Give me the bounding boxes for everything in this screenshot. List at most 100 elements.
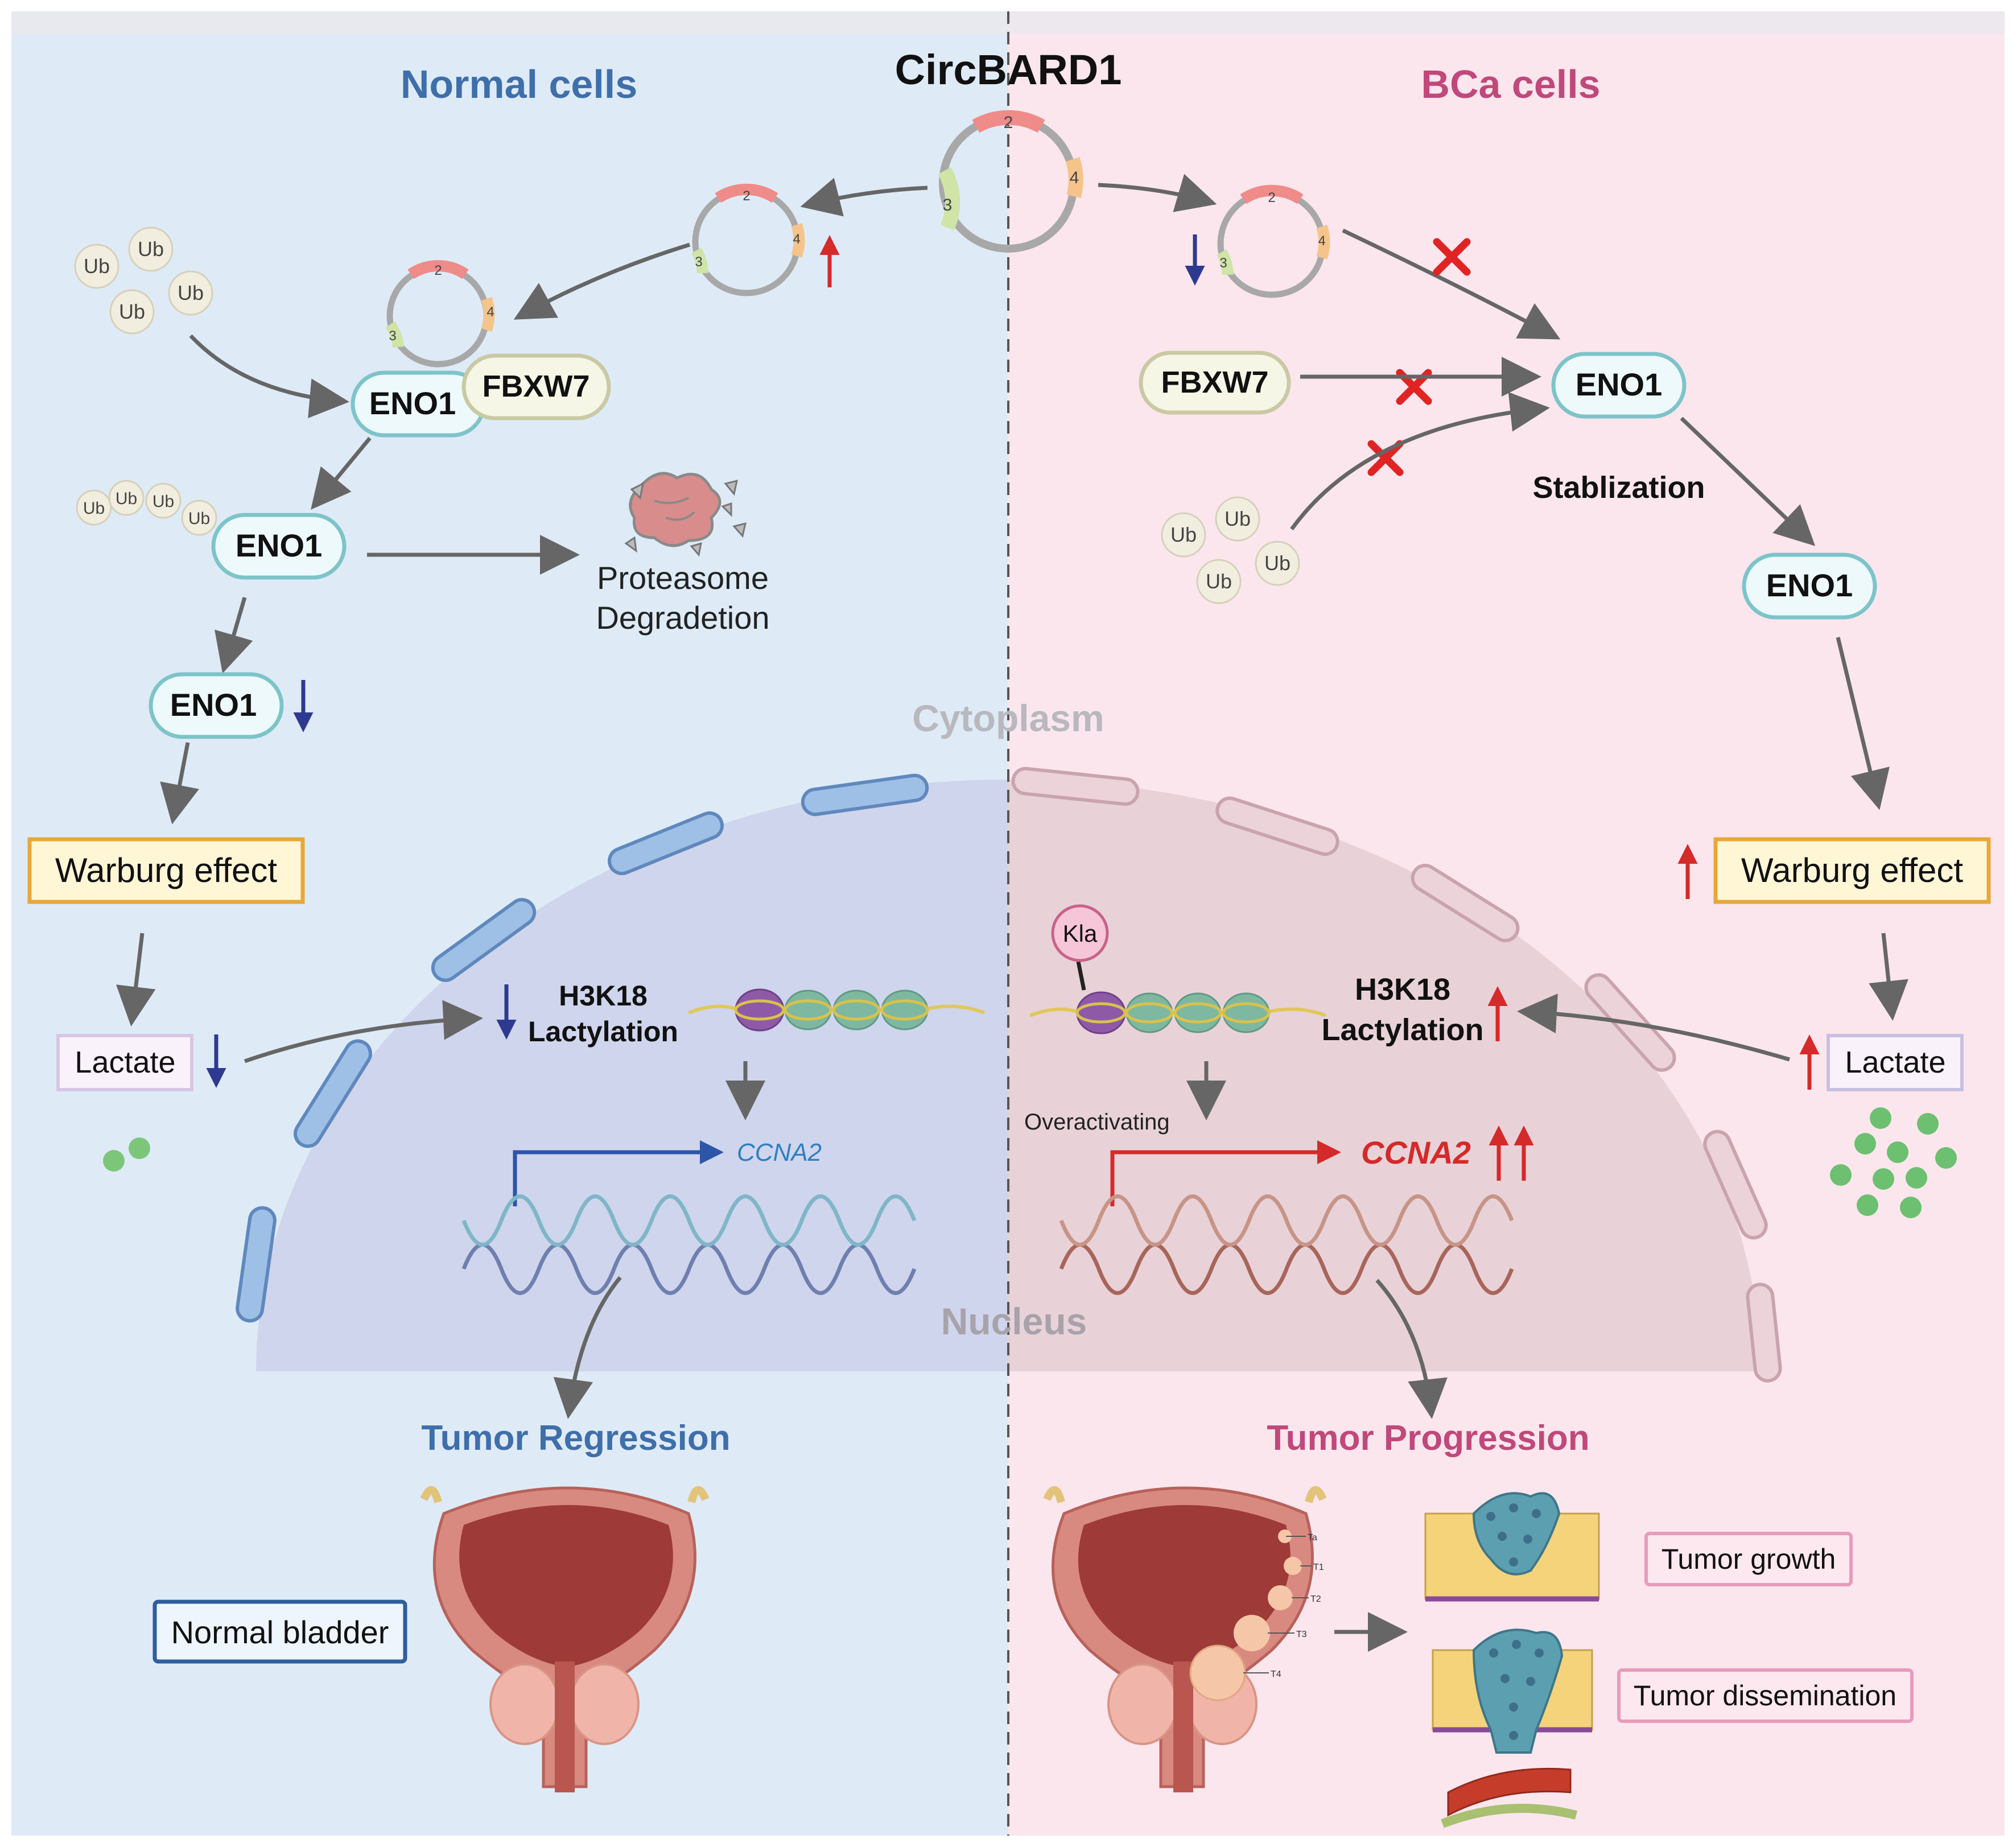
lactate-dots-right xyxy=(1830,1107,1957,1218)
proteasome-debris-icon xyxy=(624,472,747,557)
eno1-box-left-low xyxy=(149,672,284,739)
lactate-box-left xyxy=(56,1034,193,1091)
arrow-complex-to-ubeno1 xyxy=(311,436,372,510)
circbard1-left-circle: 2 4 3 xyxy=(691,183,805,296)
lactate-label-right: Lactate xyxy=(1845,1045,1945,1079)
arrow-left-circ-to-bound xyxy=(513,242,691,320)
svg-text:2: 2 xyxy=(1268,190,1275,205)
arrow-dna-to-progression xyxy=(1375,1279,1448,1419)
svg-text:2: 2 xyxy=(1004,113,1013,132)
svg-text:Ub: Ub xyxy=(1225,507,1251,530)
svg-text:4: 4 xyxy=(1070,168,1079,187)
eno1-label-right-top: ENO1 xyxy=(1576,366,1663,402)
tumor-growth-illustration xyxy=(1424,1492,1600,1602)
arrow-eno1-to-warburg-left xyxy=(160,742,199,824)
tumor-growth-box xyxy=(1644,1532,1853,1586)
ccna2-label-left: CCNA2 xyxy=(737,1139,822,1166)
svg-text:Ta: Ta xyxy=(1308,1533,1317,1543)
svg-text:Ub: Ub xyxy=(1264,551,1291,575)
ccna2-label-right: CCNA2 xyxy=(1361,1135,1471,1170)
bca-bladder-illustration: Ta T1 T2 T3 T4 xyxy=(1043,1486,1327,1792)
ub-cluster-right: Ub Ub Ub Ub xyxy=(1161,496,1300,604)
svg-text:4: 4 xyxy=(793,232,800,247)
lactate-label-left: Lactate xyxy=(75,1045,175,1079)
svg-text:Ub: Ub xyxy=(188,509,210,528)
warburg-label-left: Warburg effect xyxy=(55,851,278,889)
svg-text:4: 4 xyxy=(1318,233,1325,249)
fbxw7-box-right xyxy=(1139,351,1291,415)
nucleus-right-half xyxy=(1008,780,1761,1371)
svg-text:Ub: Ub xyxy=(1170,523,1197,546)
fbxw7-label-left: FBXW7 xyxy=(483,369,590,403)
tumor-regression-label: Tumor Regression xyxy=(421,1419,730,1458)
fbxw7-box-left xyxy=(461,353,611,420)
ub-chain-left: Ub Ub Ub Ub xyxy=(76,480,217,536)
arrow-eno1-to-eno1-right xyxy=(1680,417,1816,546)
svg-text:T1: T1 xyxy=(1313,1562,1324,1572)
circbard1-bound-circle: 2 4 3 xyxy=(385,260,495,368)
eno1-label-right-low: ENO1 xyxy=(1766,567,1853,603)
fbxw7-label-right: FBXW7 xyxy=(1161,365,1269,399)
lactate-box-right xyxy=(1827,1034,1964,1091)
svg-text:3: 3 xyxy=(943,196,953,215)
bca-cells-heading: BCa cells xyxy=(1421,62,1600,106)
svg-text:T4: T4 xyxy=(1271,1669,1281,1679)
proteasome-label-line2: Degradetion xyxy=(596,600,769,636)
svg-text:T2: T2 xyxy=(1310,1594,1321,1604)
proteasome-label-line1: Proteasome xyxy=(597,560,769,596)
arrow-eno1-to-warburg-right xyxy=(1836,637,1890,810)
circbard1-right-circle: 2 4 3 xyxy=(1217,184,1330,298)
dna-helix-right xyxy=(1059,1194,1514,1295)
svg-text:3: 3 xyxy=(1219,255,1227,271)
svg-text:Ub: Ub xyxy=(138,237,164,261)
tumor-progression-label: Tumor Progression xyxy=(1267,1419,1589,1458)
ub-cluster-left: Ub Ub Ub Ub xyxy=(74,226,213,335)
warburg-box-right xyxy=(1713,837,1991,904)
h3k18-label-right-line1: H3K18 xyxy=(1355,972,1450,1007)
arrow-right-circ-to-eno1 xyxy=(1342,228,1561,340)
tumor-growth-label: Tumor growth xyxy=(1662,1543,1836,1575)
kla-label: Kla xyxy=(1063,920,1098,947)
chromatin-left xyxy=(687,988,986,1032)
tumor-dissemination-illustration xyxy=(1432,1629,1593,1828)
svg-text:Ub: Ub xyxy=(119,300,145,323)
normal-bladder-label-box xyxy=(152,1599,407,1664)
kla-badge xyxy=(1051,904,1109,962)
svg-text:Ub: Ub xyxy=(84,254,110,278)
eno1-label-left-low: ENO1 xyxy=(170,687,257,723)
svg-text:2: 2 xyxy=(743,188,750,204)
h3k18-label-left-line1: H3K18 xyxy=(559,980,648,1012)
arrow-main-to-left xyxy=(800,178,928,217)
eno1-label-left-top: ENO1 xyxy=(369,385,456,421)
svg-text:3: 3 xyxy=(695,254,702,270)
svg-text:3: 3 xyxy=(389,328,396,344)
tumor-dissemination-box xyxy=(1617,1668,1914,1723)
nuclear-envelope-right xyxy=(1011,766,1782,1383)
warburg-label-right: Warburg effect xyxy=(1741,851,1964,889)
nuclear-envelope-left xyxy=(236,773,929,1323)
h3k18-label-left-line2: Lactylation xyxy=(528,1016,678,1048)
eno1-box-right-low xyxy=(1742,553,1877,620)
nucleus-label: Nucleus xyxy=(941,1300,1087,1342)
arrow-ub-to-eno1-left xyxy=(189,334,349,418)
normal-bladder-label: Normal bladder xyxy=(171,1614,389,1650)
svg-text:Ub: Ub xyxy=(116,489,137,508)
block-x-icons xyxy=(1367,238,1471,476)
tumor-dissemination-label: Tumor dissemination xyxy=(1634,1680,1897,1712)
arrow-dna-to-regression xyxy=(553,1276,622,1419)
title-circbard1: CircBARD1 xyxy=(895,46,1122,93)
svg-text:Ub: Ub xyxy=(178,281,204,304)
stabilization-label: Stablization xyxy=(1532,471,1705,505)
svg-text:T3: T3 xyxy=(1296,1630,1307,1639)
eno1-box-left-ub xyxy=(211,513,347,580)
chromatin-right xyxy=(1029,961,1327,1034)
svg-text:Ub: Ub xyxy=(152,492,174,511)
warburg-box-left xyxy=(27,837,305,904)
cytoplasm-label: Cytoplasm xyxy=(912,697,1104,739)
arrow-warburg-to-lactate-right xyxy=(1869,933,1908,1021)
arrow-lactate-to-h3k18-left xyxy=(244,1000,483,1063)
overactivating-label: Overactivating xyxy=(1024,1110,1170,1135)
lactate-dots-left xyxy=(103,1137,150,1172)
svg-text:2: 2 xyxy=(434,263,442,278)
